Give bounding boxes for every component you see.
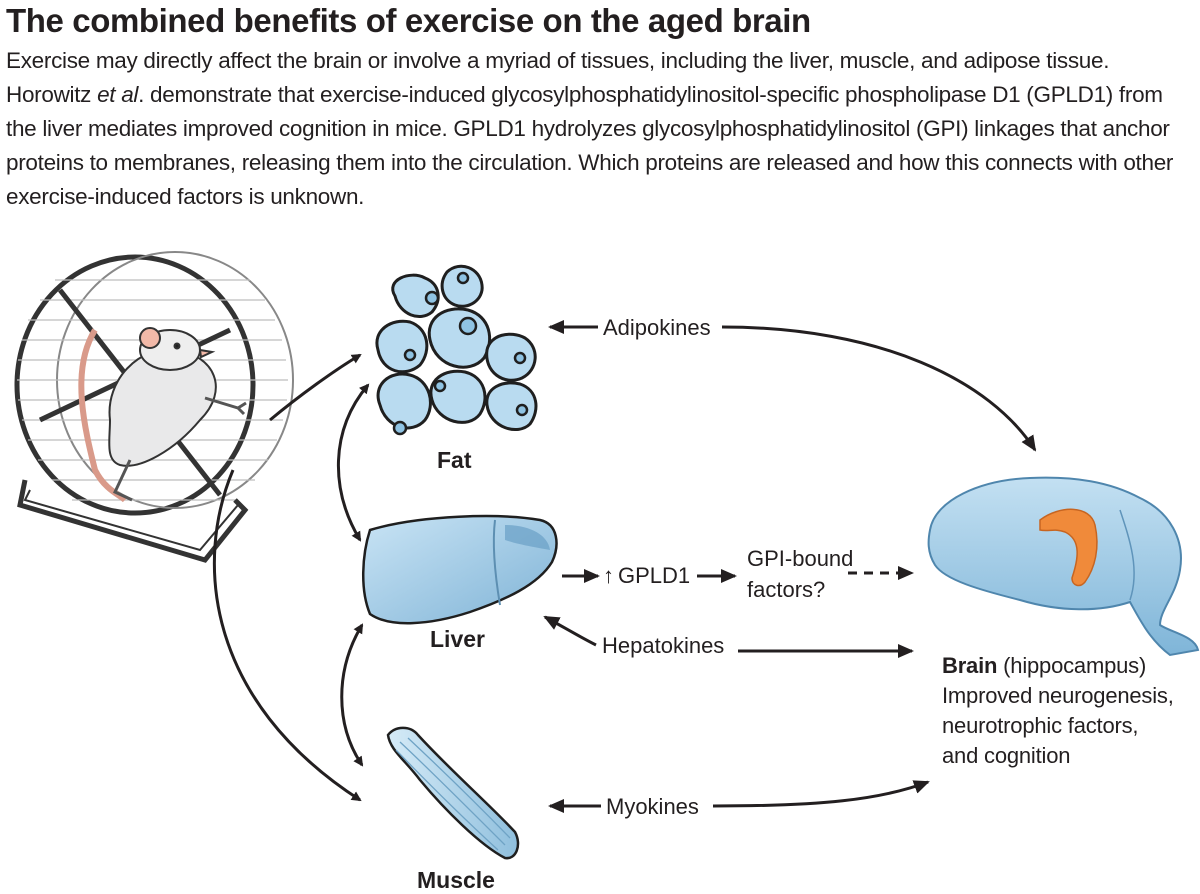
mouse (78, 327, 247, 503)
mouse-wheel-illustration (14, 251, 294, 563)
muscle-illustration (386, 726, 520, 860)
gpld1-up-arrow: ↑ (603, 563, 614, 588)
hepatokines-arrow-left (543, 615, 597, 647)
fat-label: Fat (437, 447, 472, 473)
hippocampus (1039, 508, 1098, 587)
brain-effect-line1: Improved neurogenesis, (942, 683, 1174, 708)
figure-title: The combined benefits of exercise on the… (6, 2, 811, 39)
adipokines-arrow-right (721, 325, 1037, 452)
caption-emphasis: et al (97, 82, 139, 107)
brain-description: Brain (hippocampus) Improved neurogenesi… (942, 651, 1200, 771)
liver-label: Liver (430, 626, 485, 652)
figure-caption: Exercise may directly affect the brain o… (6, 44, 1192, 214)
fat-cells (375, 264, 538, 436)
caption-text-1: Exercise may directly affect the brain o… (6, 48, 1110, 107)
myokines-label: Myokines (606, 794, 699, 819)
liver-muscle-arrow (340, 623, 364, 767)
brain-region: (hippocampus) (997, 653, 1147, 678)
hepatokines-label: Hepatokines (602, 633, 724, 658)
gpld1-label: GPLD1 (618, 563, 690, 588)
caption-text-2: . demonstrate that exercise-induced glyc… (6, 82, 1174, 209)
muscle-label: Muscle (417, 867, 495, 893)
adipokines-label: Adipokines (603, 315, 711, 340)
mouse-to-muscle-arrow (212, 469, 362, 802)
brain-illustration (927, 476, 1200, 657)
brain-label: Brain (942, 653, 998, 678)
liver-illustration (362, 514, 558, 625)
gpi-bound-label-line2: factors? (747, 577, 825, 602)
mouse-to-fat-arrow (269, 353, 362, 422)
brain-effect-line3: and cognition (942, 743, 1071, 768)
arrows (212, 320, 1037, 813)
gpi-bound-label-line1: GPI-bound (747, 546, 853, 571)
brain-heading: Brain (hippocampus) (942, 651, 1200, 681)
brain-effect-line2: neurotrophic factors, (942, 713, 1139, 738)
myokines-arrow-right (712, 780, 930, 808)
fat-liver-arrow (337, 383, 370, 542)
